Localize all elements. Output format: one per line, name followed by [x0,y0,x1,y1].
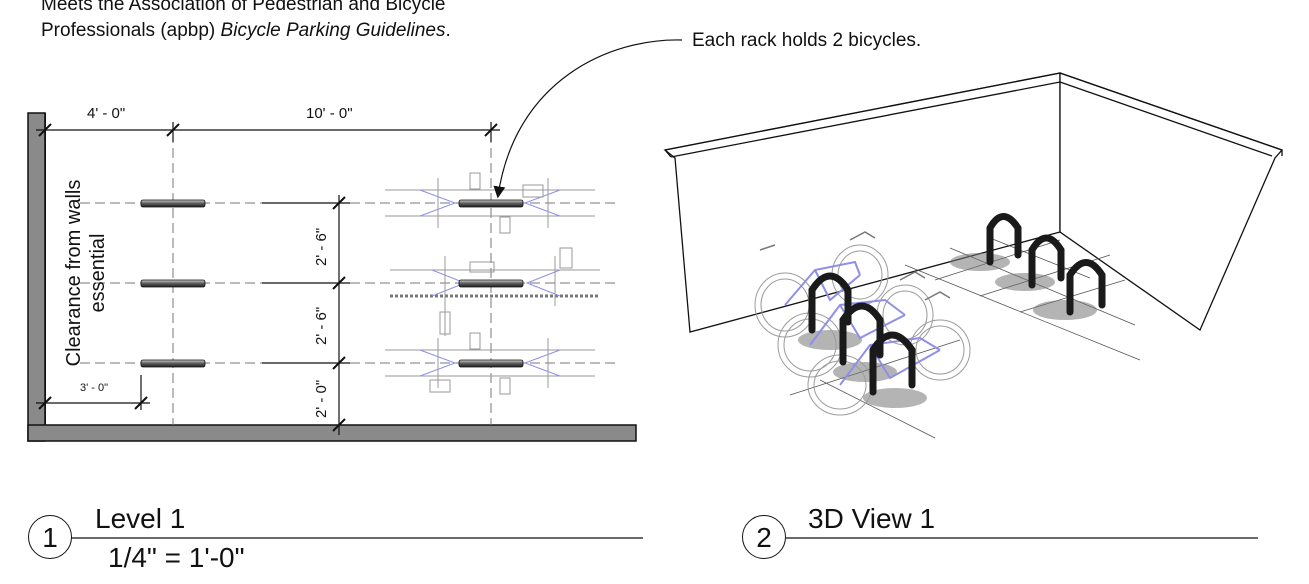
three-d-racks [808,213,1106,396]
bicycle-plan-row-3 [385,332,595,395]
bicycle-plan-row-2 [390,247,600,336]
note-line-2-prefix: Professionals (apbp) [41,20,221,41]
dim-bottom: 3' - 0" [80,382,109,394]
rack-plan [140,279,206,288]
note-line-2-suffix: . [445,20,451,41]
clearance-note: Clearance from walls essential [62,168,110,378]
rack-plan [140,359,206,368]
plan-racks-left [140,199,206,368]
view-title-2: 3D View 1 [808,503,936,534]
dim-top-left: 4' - 0" [87,105,126,122]
rack-plan [140,199,206,208]
three-d-view [663,72,1284,439]
bicycle-plan-row-1 [385,172,595,234]
note-line-2: Professionals (apbp) Bicycle Parking Gui… [41,19,451,42]
dimension-bottom [36,375,150,410]
dim-vertical-2: 2' - 6" [313,306,330,345]
view-number-bubble-2: 2 [742,515,786,559]
note-guideline-title: Bicycle Parking Guidelines [220,20,446,41]
rack-plan [458,199,524,208]
view-title-1: Level 1 [95,503,186,534]
clearance-line-2: essential [87,233,109,313]
plan-walls [27,112,637,442]
dim-vertical-3: 2' - 0" [313,379,330,418]
dimension-top [36,118,500,142]
view-scale-1: 1/4" = 1'-0" [108,542,245,573]
note-line-1: Meets the Association of Pedestrian and … [41,0,446,15]
clearance-line-1: Clearance from walls [63,179,85,367]
three-d-walls [663,72,1284,333]
callout-text: Each rack holds 2 bicycles. [692,30,922,51]
rack-plan [458,359,524,368]
dim-top-right: 10' - 0" [306,105,353,122]
plan-centerlines [80,133,620,425]
dim-vertical-1: 2' - 6" [313,227,330,266]
view-number-bubble-1: 1 [28,515,72,559]
dimension-vertical [262,195,350,435]
callout-leader [493,39,683,199]
rack-plan [458,279,524,288]
plan-racks-right [458,199,524,368]
